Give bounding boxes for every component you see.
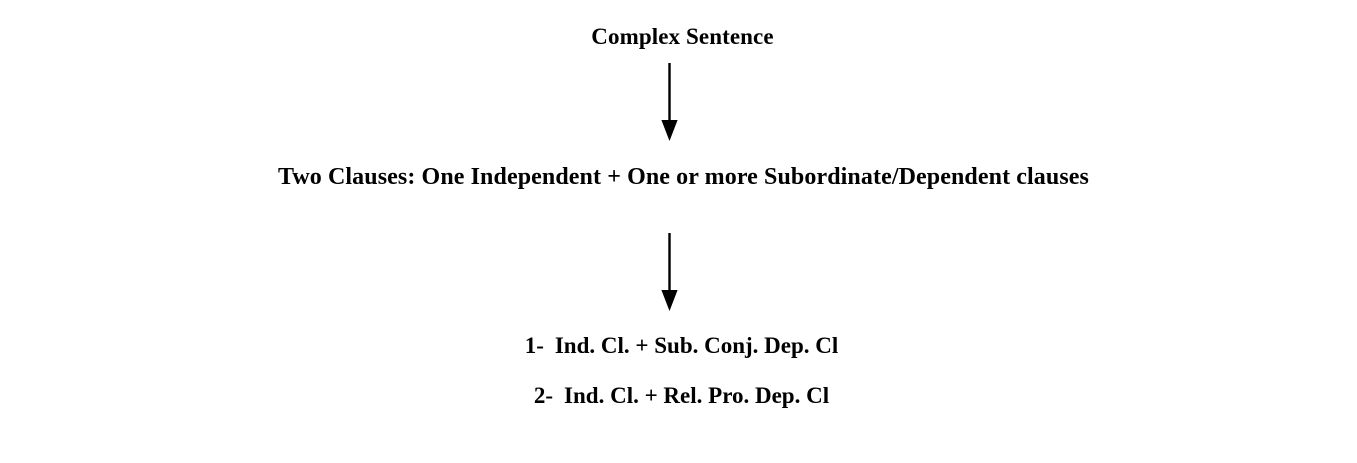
arrow-down-glyph-1 <box>661 63 678 141</box>
list-item-marker-2: 2- <box>533 383 554 408</box>
list-item: 1- Ind. Cl. + Sub. Conj. Dep. Cl <box>6 334 1357 357</box>
arrow-down-icon-1 <box>655 62 685 142</box>
diagram-node-clause-patterns: 1- Ind. Cl. + Sub. Conj. Dep. Cl 2- Ind. C… <box>0 334 1357 407</box>
list-item: 2- Ind. Cl. + Rel. Pro. Dep. Cl <box>6 384 1357 407</box>
list-item-text-2: Ind. Cl. + Rel. Pro. Dep. Cl <box>564 383 830 408</box>
arrow-down-glyph-2 <box>661 233 678 311</box>
arrow-down-icon-2 <box>655 232 685 312</box>
list-item-text-1: Ind. Cl. + Sub. Conj. Dep. Cl <box>554 333 839 358</box>
diagram-node-two-clauses: Two Clauses: One Independent + One or mo… <box>278 164 1089 190</box>
diagram-node-complex-sentence: Complex Sentence <box>591 24 774 49</box>
list-item-marker-1: 1- <box>524 333 544 358</box>
